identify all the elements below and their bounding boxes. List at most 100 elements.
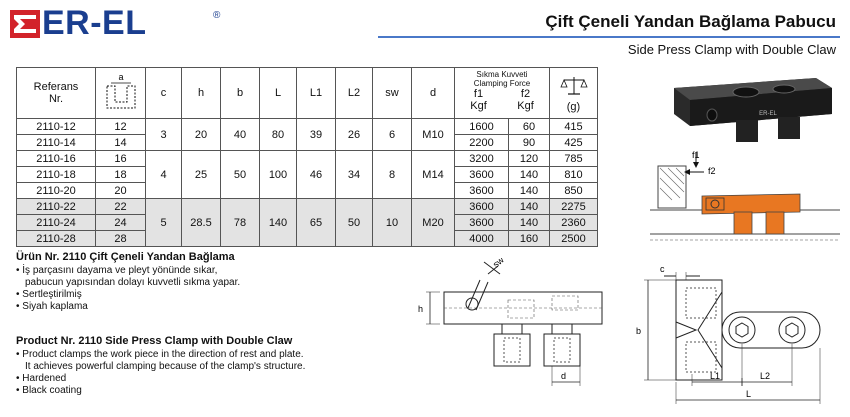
- cell-g: 415: [549, 118, 598, 135]
- cell-ref: 2110-12: [16, 118, 96, 135]
- cell-d: M10: [411, 118, 455, 151]
- cell-h: 25: [181, 150, 221, 199]
- cell-f1: 4000: [454, 230, 509, 247]
- table-row: 2110-12 12 3 20 40 80 39 26 6 M10 1600 6…: [16, 118, 598, 151]
- top-c-label: c: [660, 264, 665, 274]
- cell-a: 20: [95, 182, 146, 199]
- product-photo: ER-EL: [674, 78, 832, 142]
- cell-ref: 2110-20: [16, 182, 96, 199]
- cell-b: 50: [220, 150, 260, 199]
- registered-mark: ®: [213, 10, 221, 21]
- scale-icon: [559, 76, 588, 95]
- cell-a: 14: [95, 134, 146, 151]
- header-c: c: [145, 67, 182, 119]
- top-L-label: L: [746, 389, 751, 399]
- title-divider: [378, 36, 840, 38]
- slot-a-icon: a: [106, 72, 135, 108]
- header-ref-line2: Nr.: [48, 93, 64, 105]
- cell-g: 810: [549, 166, 598, 183]
- cell-ref: 2110-22: [16, 198, 96, 215]
- cell-L2: 26: [335, 118, 373, 151]
- header-ref-line1: Referans: [33, 81, 79, 93]
- diagram-f1-label: f1: [692, 150, 700, 160]
- header-b: b: [220, 67, 260, 119]
- table-row: 2110-16 16 4 25 50 100 46 34 8 M14 3200 …: [16, 150, 598, 199]
- page-title-tr: Çift Çeneli Yandan Bağlama Pabucu: [545, 12, 836, 31]
- desc-tr-bullet-3: Siyah kaplama: [22, 301, 88, 312]
- header-kgf1: Kgf: [470, 100, 487, 112]
- cell-a: 16: [95, 150, 146, 167]
- cell-b: 40: [220, 118, 260, 151]
- header-h: h: [181, 67, 221, 119]
- side-sw-label: sw: [491, 258, 506, 270]
- desc-tr-bullets: • İş parçasını dayama ve pleyt yönünde s…: [16, 265, 241, 312]
- desc-tr-bullet-1: İş parçasını dayama ve pleyt yönünde sık…: [22, 265, 218, 276]
- cell-g: 425: [549, 134, 598, 151]
- cell-L: 140: [259, 198, 297, 247]
- cell-a: 28: [95, 230, 146, 247]
- cell-g: 850: [549, 182, 598, 199]
- top-L1-label: L1: [710, 371, 720, 381]
- cell-L1: 46: [296, 150, 336, 199]
- table-row: 2110-18 18 3600 140 810: [16, 166, 598, 183]
- side-h-label: h: [418, 304, 423, 314]
- cell-f2: 140: [507, 166, 551, 183]
- desc-en-bullet-1b: It achieves powerful clamping because of…: [25, 361, 306, 372]
- cell-L1: 39: [296, 118, 336, 151]
- cell-f2: 140: [507, 214, 551, 231]
- cell-L: 100: [259, 150, 297, 199]
- header-L2: L2: [335, 67, 373, 119]
- header-force: Sıkma Kuvveti Clamping Force f1 f2 Kgf K…: [454, 67, 550, 119]
- cell-f2: 60: [507, 118, 551, 135]
- cell-a: 24: [95, 214, 146, 231]
- desc-en-bullet-2: Hardened: [22, 373, 67, 384]
- cell-ref: 2110-14: [16, 134, 96, 151]
- cell-sw: 8: [372, 150, 412, 199]
- cell-f1: 3600: [454, 198, 509, 215]
- desc-tr-bullet-2: Sertleştirilmiş: [22, 289, 82, 300]
- cell-f1: 3600: [454, 166, 509, 183]
- application-diagram: f1 f2: [650, 150, 840, 241]
- header-d: d: [411, 67, 455, 119]
- cell-f1: 2200: [454, 134, 509, 151]
- header-sw: sw: [372, 67, 412, 119]
- cell-f1: 1600: [454, 118, 509, 135]
- side-view-drawing: sw h d: [418, 258, 603, 386]
- cell-g: 2500: [549, 230, 598, 247]
- cell-sw: 10: [372, 198, 412, 247]
- cell-ref: 2110-18: [16, 166, 96, 183]
- cell-h: 28.5: [181, 198, 221, 247]
- header-force-tr: Sıkma Kuvveti: [476, 70, 528, 79]
- cell-c: 5: [145, 198, 182, 247]
- cell-f2: 90: [507, 134, 551, 151]
- header-ref: Referans Nr.: [16, 67, 96, 119]
- cell-a: 18: [95, 166, 146, 183]
- top-b-label: b: [636, 326, 641, 336]
- table-header-row: Referans Nr. a c h b L L1 L2 sw d Sıkma …: [16, 67, 598, 119]
- cell-f2: 140: [507, 182, 551, 199]
- cell-d: M14: [411, 150, 455, 199]
- diagram-f2-label: f2: [708, 166, 716, 176]
- cell-L1: 65: [296, 198, 336, 247]
- header-a-label: a: [118, 72, 123, 82]
- header-a: a: [95, 67, 146, 119]
- cell-ref: 2110-28: [16, 230, 96, 247]
- desc-en-bullet-1: Product clamps the work piece in the dir…: [22, 349, 304, 360]
- cell-d: M20: [411, 198, 455, 247]
- cell-ref: 2110-16: [16, 150, 96, 167]
- desc-en-bullets: • Product clamps the work piece in the d…: [16, 349, 306, 396]
- header-kgf2: Kgf: [517, 100, 534, 112]
- cell-b: 78: [220, 198, 260, 247]
- page-title-en: Side Press Clamp with Double Claw: [627, 42, 836, 57]
- cell-c: 3: [145, 118, 182, 151]
- top-view-drawing: c b L1 L2 L: [636, 264, 821, 404]
- spec-table: Referans Nr. a c h b L L1 L2 sw d Sıkma …: [16, 67, 598, 247]
- desc-tr-bullet-1b: pabucun yapısından dolayı kuvvetli sıkma…: [25, 277, 241, 288]
- cell-g: 785: [549, 150, 598, 167]
- desc-tr-heading: Ürün Nr. 2110 Çift Çeneli Yandan Bağlama: [16, 251, 235, 263]
- cell-f1: 3600: [454, 214, 509, 231]
- cell-L2: 50: [335, 198, 373, 247]
- cell-f2: 160: [507, 230, 551, 247]
- table-row: 2110-22 22 5 28.5 78 140 65 50 10 M20 36…: [16, 198, 598, 247]
- cell-f2: 120: [507, 150, 551, 167]
